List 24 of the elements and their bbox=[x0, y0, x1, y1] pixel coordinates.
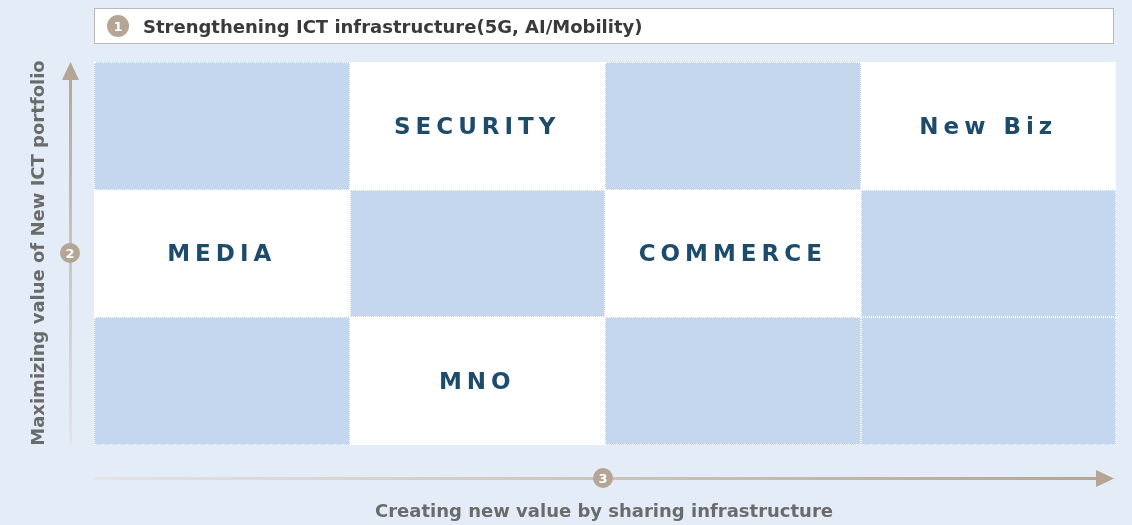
cell-label: MNO bbox=[438, 367, 516, 394]
grid-cell bbox=[605, 189, 861, 317]
grid-cell bbox=[94, 317, 350, 445]
grid-cell bbox=[349, 189, 605, 317]
grid-cell bbox=[860, 189, 1116, 317]
header-text: Strengthening ICT infrastructure(5G, AI/Mobility) bbox=[143, 15, 643, 37]
cell-label: New Biz bbox=[919, 112, 1058, 139]
cell-label: COMMERCE bbox=[638, 240, 827, 267]
axis-label: Creating new value by sharing infrastructure bbox=[375, 500, 833, 521]
grid-cell bbox=[860, 62, 1116, 190]
grid-cell bbox=[349, 317, 605, 445]
cell-label: MEDIA bbox=[167, 240, 277, 267]
grid-cell bbox=[860, 317, 1116, 445]
cell-label: SECURITY bbox=[394, 112, 561, 139]
callout-number: 1 bbox=[107, 15, 129, 37]
grid-cell bbox=[94, 62, 350, 190]
grid-cell bbox=[605, 62, 861, 190]
grid-cell bbox=[349, 62, 605, 190]
callout-number: 3 bbox=[593, 468, 613, 488]
callout-number: 2 bbox=[60, 243, 80, 263]
grid-cell bbox=[94, 189, 350, 317]
header-box bbox=[94, 8, 1114, 44]
axis-label: Maximizing value of New ICT portfolio bbox=[26, 60, 48, 446]
grid-cell bbox=[605, 317, 861, 445]
